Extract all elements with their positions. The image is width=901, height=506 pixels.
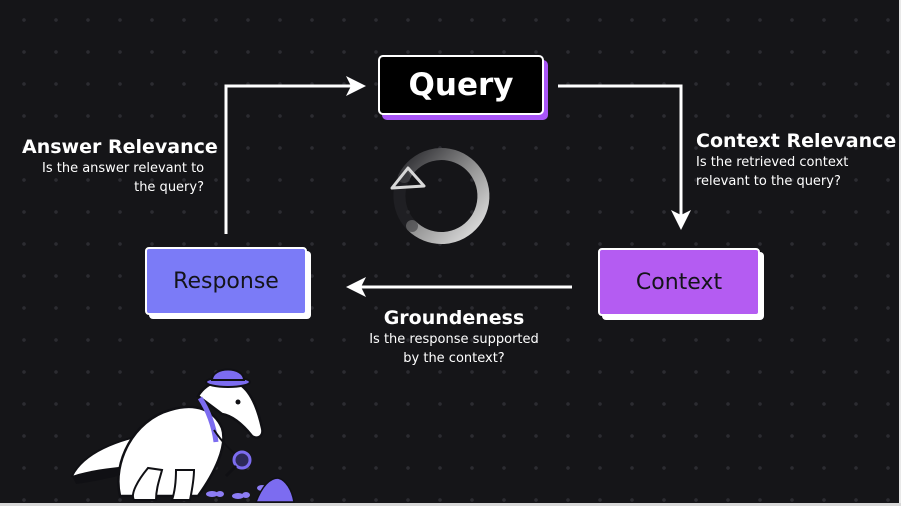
context-node: Context	[598, 248, 760, 316]
arrow-response-to-query	[224, 84, 360, 234]
context-relevance-description-line2: relevant to the query?	[696, 174, 841, 189]
context-relevance-title: Context Relevance	[696, 130, 897, 152]
query-node: Query	[378, 55, 544, 115]
arrowhead-context	[671, 210, 691, 230]
groundedness-title: Groundeness	[383, 307, 525, 329]
answer-relevance-description-line1: Is the answer relevant to	[42, 161, 205, 176]
arrow-query-to-context	[558, 84, 683, 222]
groundedness-description-line1: Is the response supported	[369, 332, 539, 347]
groundedness-description-line2: by the context?	[403, 351, 505, 366]
answer-relevance-description-line2: the query?	[134, 180, 204, 195]
query-node-label: Query	[408, 67, 514, 103]
answer-relevance-title: Answer Relevance	[22, 136, 218, 158]
context-relevance-description-line1: Is the retrieved context	[696, 155, 849, 170]
frame-edge-right	[899, 0, 901, 506]
response-node: Response	[145, 247, 307, 315]
arrowhead-query	[346, 76, 366, 96]
frame-edge-bottom	[0, 503, 901, 506]
arrowhead-response	[346, 277, 366, 297]
response-node-label: Response	[173, 268, 279, 294]
context-node-label: Context	[635, 269, 723, 295]
